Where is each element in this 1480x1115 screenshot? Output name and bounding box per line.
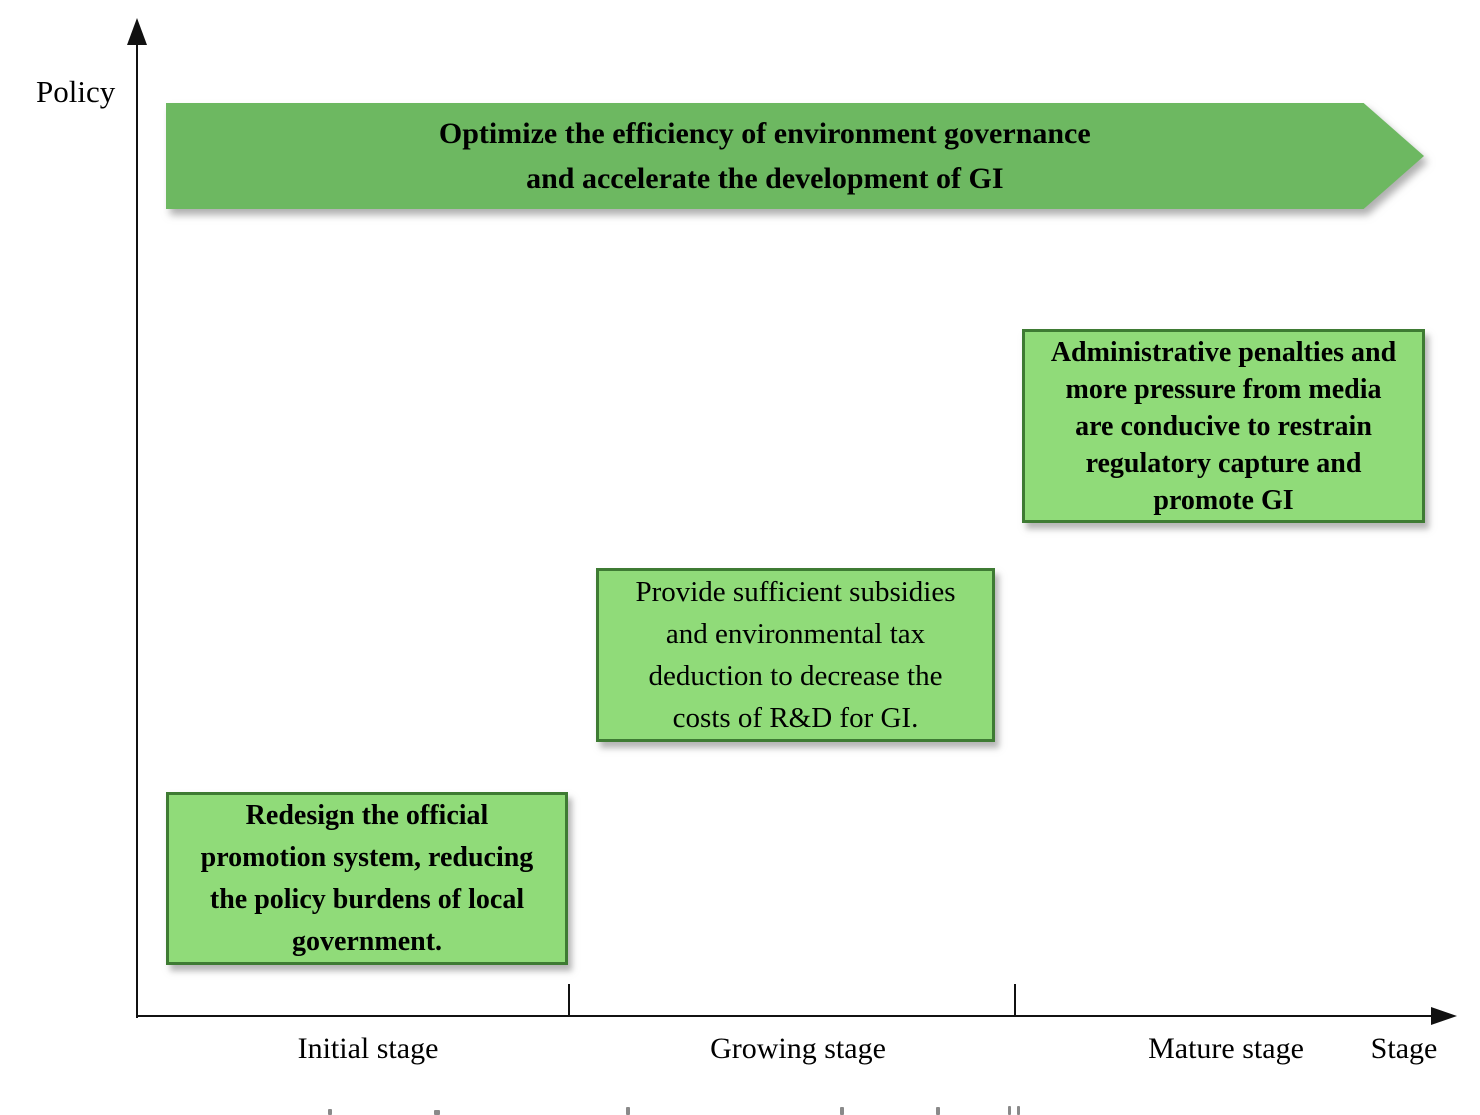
caption-fragment (936, 1107, 940, 1115)
caption-fragment (626, 1107, 630, 1115)
policy-box-text-line: costs of R&D for GI. (672, 702, 919, 734)
policy-box-text-line: are conducive to restrain (1075, 410, 1372, 442)
banner-text-line-1: Optimize the efficiency of environment g… (438, 116, 1091, 150)
caption-fragment (1017, 1106, 1020, 1115)
policy-box-text-line: Administrative penalties and (1050, 336, 1397, 368)
y-axis-arrowhead-icon (127, 18, 147, 45)
policy-box-text-line: and environmental tax (665, 618, 926, 650)
x-tick-label-initial-stage: Initial stage (297, 1032, 439, 1065)
policy-box-text-line: Redesign the official (245, 799, 489, 831)
policy-box-text-line: promotion system, reducing (200, 841, 534, 873)
policy-box-text-line: Provide sufficient subsidies (635, 576, 956, 608)
policy-box-initial-stage: Redesign the official promotion system, … (166, 792, 568, 965)
policy-banner-arrow: Optimize the efficiency of environment g… (166, 103, 1424, 209)
x-tick-label-growing-stage: Growing stage (710, 1032, 886, 1065)
policy-box-text-line: the policy burdens of local (209, 883, 525, 915)
x-axis-arrowhead-icon (1431, 1007, 1457, 1025)
policy-box-text-line: promote GI (1153, 484, 1294, 516)
policy-box-text-line: more pressure from media (1065, 373, 1382, 405)
x-axis-tick-growing-mature (1014, 984, 1016, 1017)
caption-fragment (328, 1109, 332, 1115)
policy-box-text-line: regulatory capture and (1085, 447, 1362, 479)
caption-fragment (434, 1110, 440, 1115)
policy-banner-arrow-shape: Optimize the efficiency of environment g… (166, 103, 1424, 209)
x-axis-tick-initial-growing (568, 984, 570, 1017)
policy-box-text-line: deduction to decrease the (648, 660, 943, 692)
policy-box-growing-stage: Provide sufficient subsidies and environ… (596, 568, 995, 742)
x-axis-label: Stage (1370, 1032, 1438, 1065)
policy-box-text-line: government. (291, 925, 443, 957)
caption-fragment (840, 1107, 844, 1115)
policy-box-mature-stage: Administrative penalties and more pressu… (1022, 329, 1425, 523)
x-axis-line (136, 1015, 1438, 1017)
caption-fragment (1008, 1106, 1011, 1115)
y-axis-label: Policy (36, 74, 116, 109)
banner-text-line-2: and accelerate the development of GI (526, 161, 1004, 195)
x-tick-label-mature-stage: Mature stage (1148, 1032, 1304, 1065)
y-axis-line (136, 38, 138, 1018)
